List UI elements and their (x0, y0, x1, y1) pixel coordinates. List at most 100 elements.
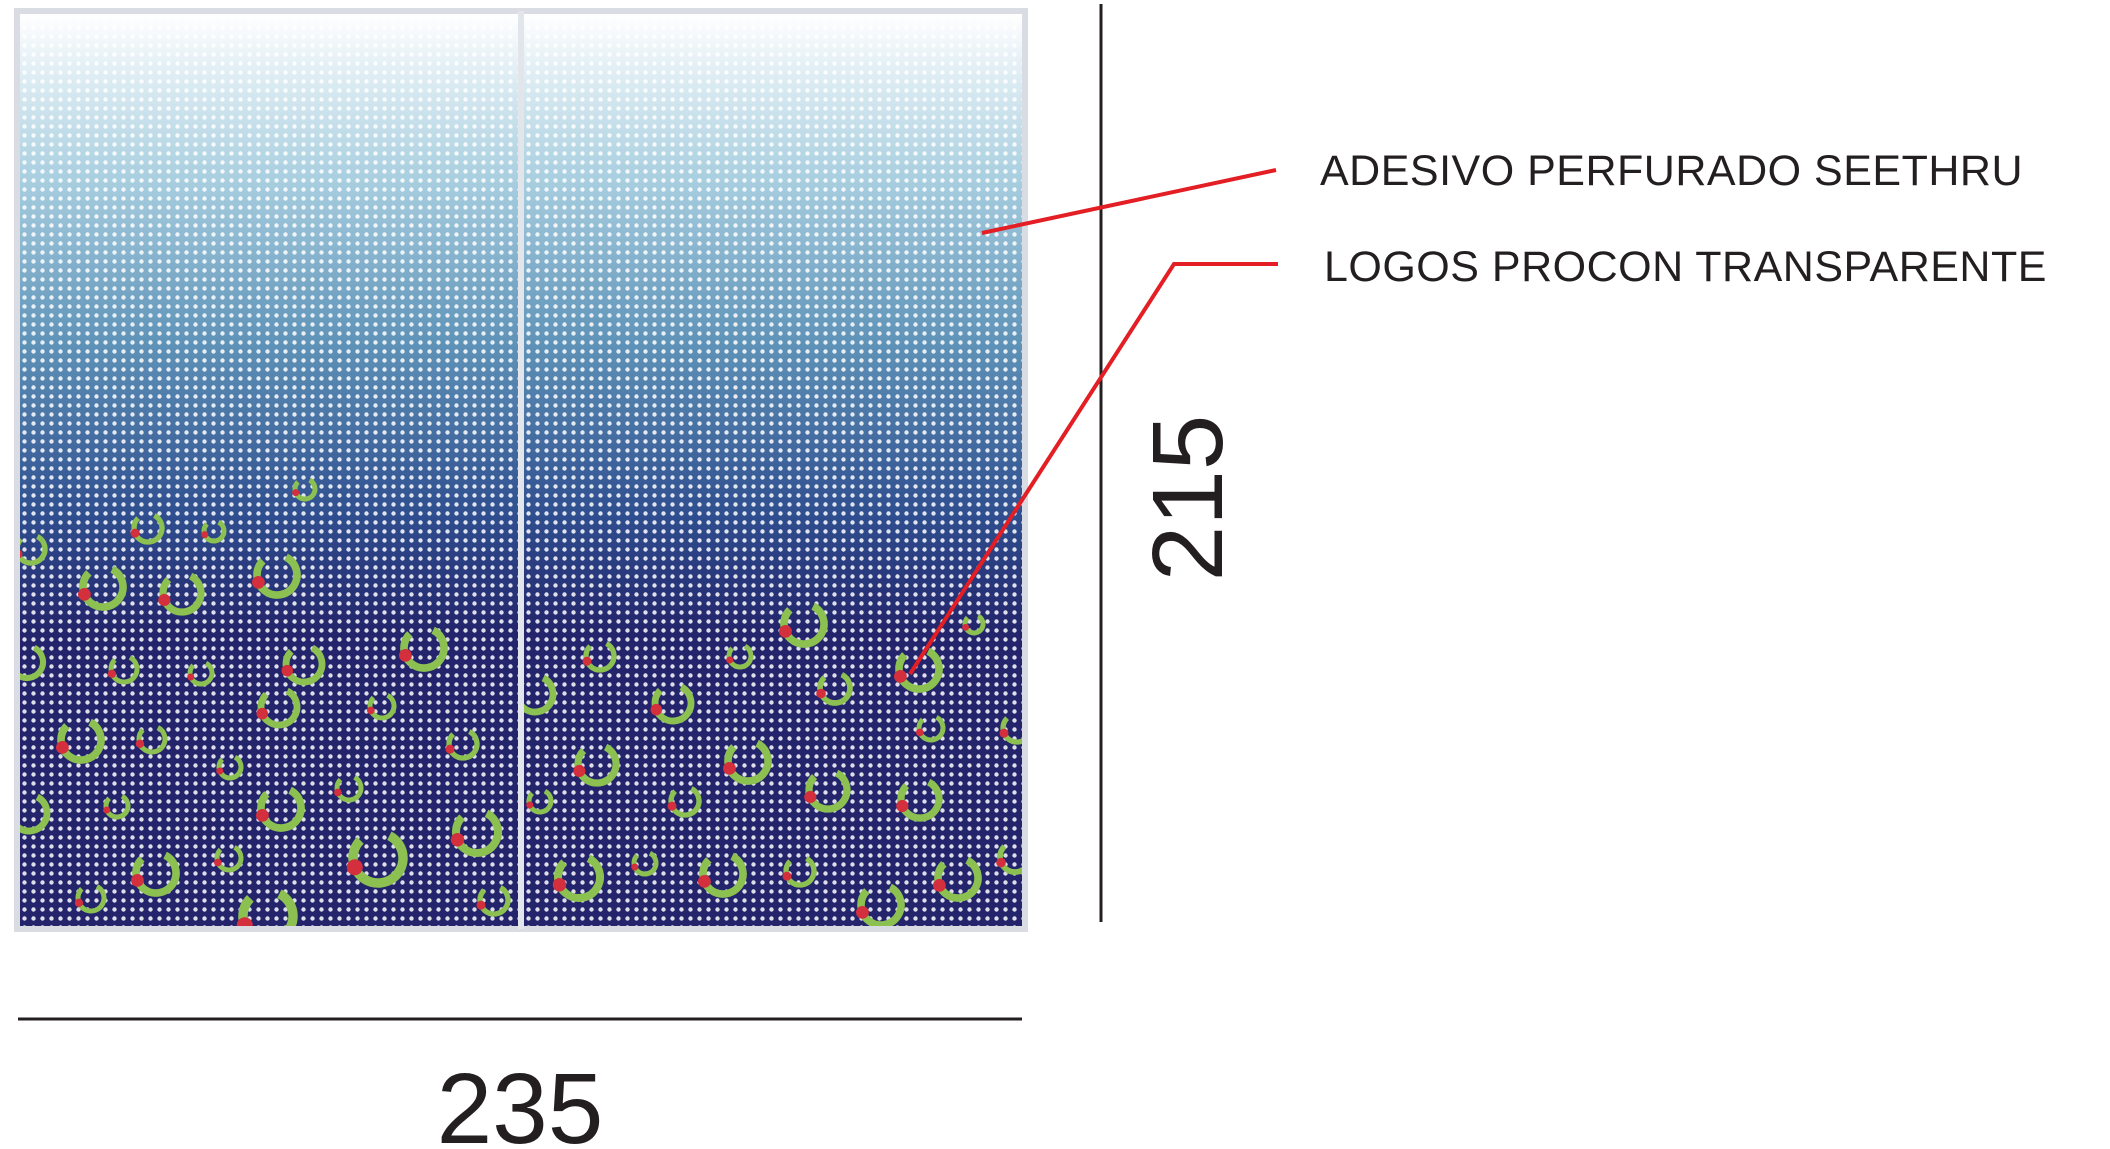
procon-logo-dot (78, 587, 91, 601)
procon-logo-ring (699, 852, 747, 898)
procon-logo-dot (816, 688, 826, 699)
procon-logo-ring (651, 683, 695, 725)
procon-logo-ring (136, 725, 168, 755)
procon-logo-dot (723, 761, 736, 775)
procon-logo-dot (214, 858, 222, 867)
procon-logo-dot (399, 648, 412, 662)
panel-divider (518, 11, 524, 929)
procon-logo-ring (934, 856, 982, 902)
procon-logo-ring (897, 778, 943, 822)
procon-logo-dot (103, 806, 111, 814)
procon-logo-dot (450, 833, 465, 847)
procon-logo-dot (524, 700, 525, 702)
procon-logo-dot (334, 788, 342, 797)
procon-logo-dot (216, 767, 224, 775)
procon-logo-ring (159, 572, 205, 616)
callout-logos: LOGOS PROCON TRANSPARENTE (1324, 243, 2047, 291)
procon-logo-dot (476, 900, 486, 910)
procon-logo-dot (894, 669, 907, 683)
leader-line-adesivo (981, 168, 1277, 235)
procon-logo-ring (131, 513, 165, 545)
procon-logo-ring (1000, 716, 1022, 745)
procon-logo-dot (281, 664, 294, 677)
procon-logo-ring (583, 641, 617, 673)
procon-logo-dot (999, 728, 1009, 738)
procon-logo-dot (726, 656, 734, 664)
procon-logo-dot (236, 917, 253, 926)
procon-logo-dot (667, 801, 677, 811)
procon-logo-ring (574, 743, 620, 787)
procon-logo-dot (130, 528, 140, 538)
procon-logo-ring (857, 883, 905, 926)
panel-left (20, 14, 518, 926)
procon-logo-ring (895, 647, 943, 693)
procon-logo-ring (20, 534, 48, 566)
procon-logo-dot (20, 550, 23, 559)
procon-logo-ring (108, 655, 140, 685)
procon-logo-ring (916, 715, 946, 743)
procon-logo-ring (452, 809, 502, 857)
procon-logo-dot (996, 857, 1006, 868)
procon-logo-ring (780, 602, 828, 648)
panel-right (524, 14, 1022, 926)
procon-logo-dot (131, 873, 144, 887)
procon-logo-ring (367, 693, 397, 721)
procon-logo-ring (282, 644, 326, 686)
procon-logo-ring (805, 769, 851, 813)
procon-logo-dot (526, 801, 534, 809)
procon-logo-ring (253, 553, 301, 599)
procon-logo-dot (896, 799, 909, 813)
procon-logo-dot (256, 808, 269, 822)
procon-logo-ring (962, 613, 986, 636)
procon-logo-dot (158, 593, 171, 607)
procon-logo-dot (631, 863, 639, 871)
procon-logo-dot (782, 871, 792, 881)
procon-logo-ring (103, 793, 131, 820)
procon-logo-ring (334, 775, 364, 803)
procon-logo-dot (74, 898, 84, 907)
procon-logos-left (20, 477, 511, 926)
height-dimension-label: 215 (1132, 415, 1244, 582)
procon-logo-dot (56, 740, 69, 754)
procon-logo-dot (135, 739, 145, 748)
procon-logos-right (524, 602, 1022, 926)
procon-logo-ring (57, 718, 105, 764)
procon-logo-ring (292, 477, 318, 502)
procon-logo-dot (804, 790, 817, 804)
procon-logo-ring (783, 856, 817, 888)
procon-logo-dot (573, 764, 586, 778)
procon-logo-ring (724, 739, 772, 785)
procon-logo-dot (582, 656, 592, 666)
procon-logo-dot (698, 874, 711, 888)
procon-logo-ring (668, 786, 702, 818)
procon-logo-ring (216, 754, 244, 781)
procon-logo-dot (256, 707, 269, 720)
procon-logo-dot (962, 623, 970, 631)
procon-logo-ring (400, 626, 448, 672)
procon-logo-ring (257, 687, 301, 729)
procon-logo-dot (650, 703, 663, 716)
procon-logo-ring (554, 854, 604, 902)
procon-logo-dot (933, 878, 946, 892)
procon-logo-dot (916, 728, 924, 737)
procon-logo-ring (132, 851, 180, 897)
procon-logo-dot (201, 531, 209, 539)
procon-logo-ring (997, 843, 1022, 875)
procon-logo-ring (214, 845, 244, 873)
width-dimension-label: 235 (437, 1053, 604, 1149)
procon-logo-ring (726, 643, 754, 670)
procon-logo-ring (187, 660, 215, 687)
procon-logo-dot (367, 706, 375, 715)
procon-logo-ring (817, 672, 853, 706)
procon-logo-ring (477, 885, 511, 917)
procon-logo-ring (526, 788, 554, 815)
procon-logo-ring (348, 831, 408, 888)
procon-logo-dot (107, 669, 117, 678)
procon-logo-ring (446, 729, 480, 761)
procon-logo-ring (257, 786, 305, 832)
callout-adesivo: ADESIVO PERFURADO SEETHRU (1320, 147, 2023, 195)
procon-logo-dot (552, 878, 567, 892)
procon-logo-ring (201, 519, 227, 544)
procon-logo-dot (252, 575, 265, 589)
